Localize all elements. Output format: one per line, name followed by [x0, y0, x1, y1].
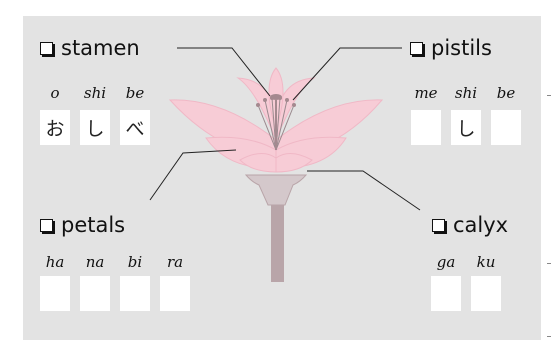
petals-answer-boxes	[40, 276, 190, 311]
kana-box[interactable]: べ	[120, 110, 150, 145]
petals-romaji: ha na bi ra	[35, 253, 195, 271]
pistils-answer-boxes: し	[411, 110, 521, 145]
kana-box[interactable]	[411, 110, 441, 145]
pistils-label: pistils	[410, 36, 492, 60]
calyx-term: calyx	[453, 213, 509, 237]
petals-term: petals	[61, 213, 126, 237]
romaji-syllable: me	[414, 84, 438, 102]
romaji-syllable: ku	[476, 253, 496, 271]
stamen-checkbox[interactable]	[40, 41, 53, 55]
pistils-term: pistils	[431, 36, 492, 60]
pistil-stigma	[270, 94, 282, 100]
kana-box[interactable]	[431, 276, 461, 311]
romaji-syllable: bi	[127, 253, 143, 271]
romaji-syllable: na	[85, 253, 105, 271]
kana-box[interactable]: し	[451, 110, 481, 145]
pistils-leader-line	[292, 47, 402, 101]
petals-label: petals	[40, 213, 125, 237]
kana-box[interactable]	[40, 276, 70, 311]
petals-leader-line	[149, 149, 237, 201]
romaji-syllable: o	[50, 84, 60, 102]
kana-box[interactable]	[80, 276, 110, 311]
kana-box[interactable]	[120, 276, 150, 311]
romaji-syllable: ra	[166, 253, 184, 271]
edge-mark	[547, 95, 551, 96]
romaji-syllable: shi	[83, 84, 107, 102]
romaji-syllable: be	[496, 84, 516, 102]
flower-calyx	[244, 174, 308, 206]
calyx-leader-line	[307, 170, 421, 211]
calyx-romaji: ga ku	[426, 253, 506, 271]
kana-box[interactable]	[471, 276, 501, 311]
calyx-answer-boxes	[431, 276, 501, 311]
kana-box[interactable]	[491, 110, 521, 145]
flower-stem	[271, 185, 284, 282]
pistils-checkbox[interactable]	[410, 41, 423, 55]
stamen-answer-boxes: お し べ	[40, 110, 150, 145]
stamen-label: stamen	[40, 36, 140, 60]
kana-box[interactable]: お	[40, 110, 70, 145]
romaji-syllable: ha	[45, 253, 65, 271]
petals-checkbox[interactable]	[40, 218, 53, 232]
edge-mark	[547, 336, 551, 337]
calyx-label: calyx	[432, 213, 508, 237]
romaji-syllable: be	[125, 84, 145, 102]
pistils-romaji: me shi be	[406, 84, 526, 102]
leader-lines	[149, 47, 421, 211]
edge-mark	[547, 263, 551, 264]
kana-box[interactable]: し	[80, 110, 110, 145]
kana-box[interactable]	[160, 276, 190, 311]
calyx-checkbox[interactable]	[432, 218, 445, 232]
romaji-syllable: ga	[436, 253, 456, 271]
stamen-leader-line	[177, 47, 271, 97]
stamen-romaji: o shi be	[35, 84, 155, 102]
romaji-syllable: shi	[454, 84, 478, 102]
stamen-term: stamen	[61, 36, 140, 60]
